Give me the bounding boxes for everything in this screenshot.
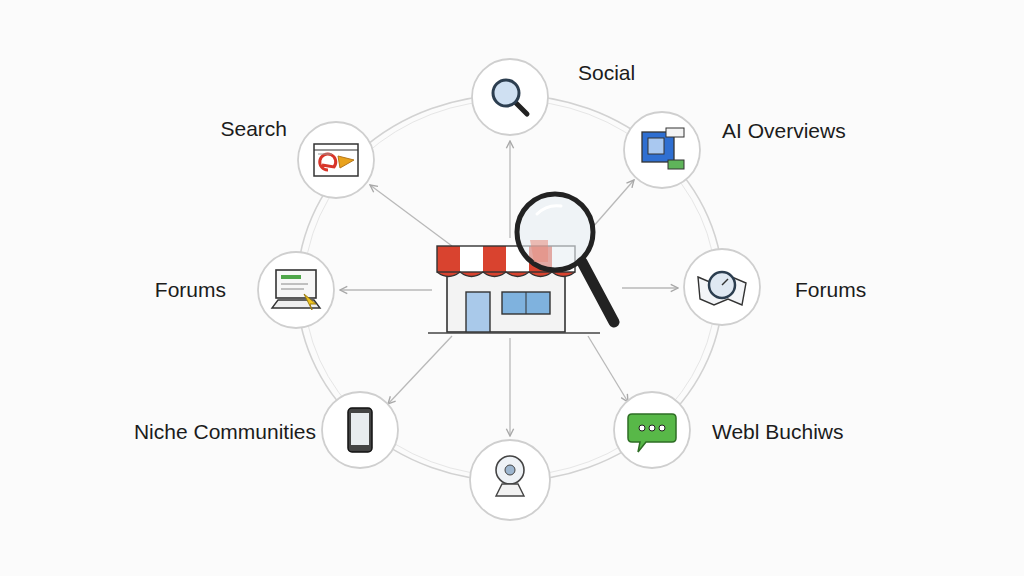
- channel-circle: [622, 110, 702, 190]
- channel-circle: [612, 390, 692, 470]
- store-wall: [447, 268, 565, 332]
- channel-label: Search: [220, 117, 287, 140]
- channel-label: AI Overviews: [722, 119, 846, 142]
- spoke: [340, 289, 432, 290]
- channel-icon: [348, 408, 372, 452]
- spokes: [340, 141, 678, 436]
- channel-node: Forums: [256, 250, 336, 330]
- outer-ring: [297, 95, 723, 481]
- channel-icon: [628, 414, 676, 452]
- channel-node: Forums: [682, 247, 762, 327]
- channel-label: Webl Buchiws: [712, 420, 844, 443]
- channel-circle: [296, 120, 376, 200]
- channel-label: Forums: [795, 278, 866, 301]
- channel-icon: [642, 128, 684, 169]
- store-door: [466, 292, 490, 332]
- channel-circle: [470, 57, 550, 137]
- spoke: [622, 287, 678, 288]
- spoke: [509, 338, 510, 436]
- channel-icon: [314, 144, 358, 176]
- channel-circle: [682, 247, 762, 327]
- channel-node: AI Overviews: [622, 110, 702, 190]
- channel-circle: [320, 390, 400, 470]
- spoke: [388, 336, 452, 404]
- channel-node: Niche Communities: [320, 390, 400, 470]
- ground-line: [428, 332, 600, 333]
- channel-icon: [698, 272, 746, 305]
- channel-node: Search: [296, 120, 376, 200]
- channel-label: Social: [578, 61, 635, 84]
- channel-label: Forums: [155, 278, 226, 301]
- channel-label: Niche Communities: [134, 420, 316, 443]
- spoke: [370, 185, 452, 246]
- channel-icon: [493, 80, 527, 114]
- spoke: [592, 180, 634, 228]
- store-window: [502, 292, 550, 314]
- spoke: [588, 336, 628, 402]
- webcam-circle: [470, 440, 550, 520]
- channel-icon: [272, 270, 320, 310]
- magnifying-glass: [517, 194, 614, 322]
- channel-node: Webl Buchiws: [612, 390, 692, 470]
- channel-circle: [256, 250, 336, 330]
- channel-node: Social: [470, 57, 550, 137]
- spoke: [509, 141, 510, 238]
